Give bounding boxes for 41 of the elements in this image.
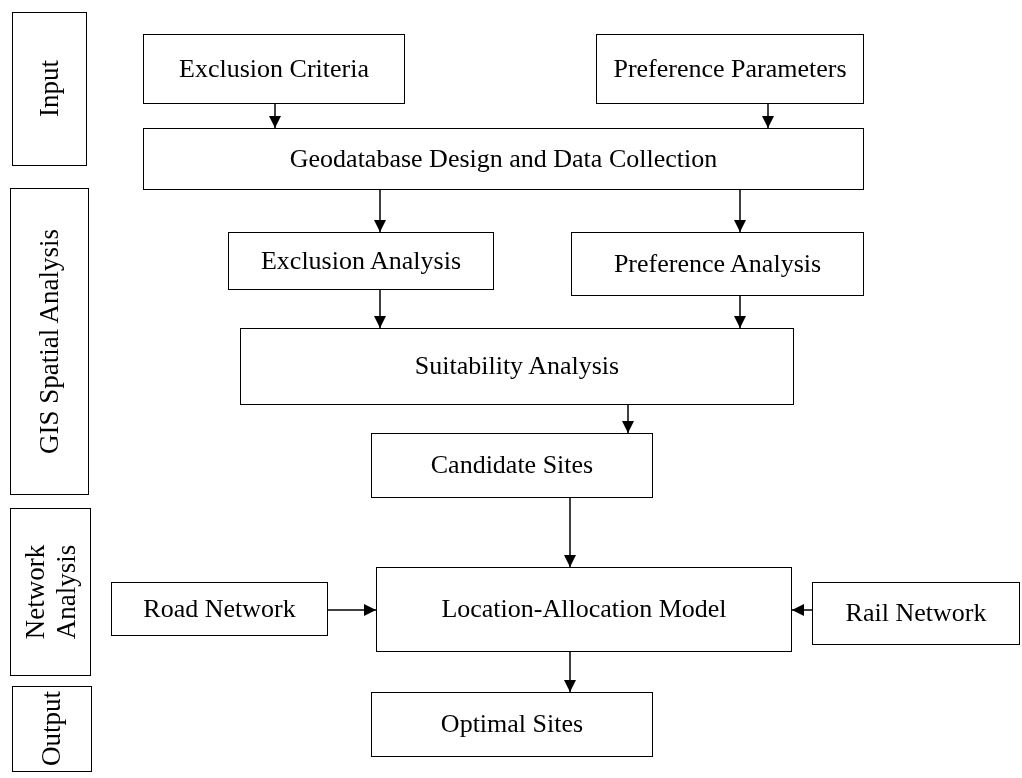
stage-band (10, 508, 91, 676)
arrow (762, 103, 774, 129)
output-box (371, 692, 653, 757)
stage-label: Network Analysis (19, 543, 82, 642)
arrow (564, 497, 576, 568)
arrow (734, 295, 746, 329)
input-box (812, 582, 1020, 645)
box-label: Rail Network (844, 597, 988, 630)
arrow (374, 289, 386, 329)
arrow (374, 189, 386, 233)
box-label: Candidate Sites (429, 449, 595, 482)
arrow (327, 604, 377, 616)
process-box (143, 128, 864, 190)
arrow (791, 604, 813, 616)
process-box (371, 433, 653, 498)
box-label: Preference Parameters (612, 52, 848, 85)
stage-label: Input (34, 59, 65, 120)
box-label: Preference Analysis (612, 247, 823, 280)
input-box (143, 34, 405, 104)
box-label: Road Network (142, 592, 297, 625)
stage-label: GIS Spatial Analysis (34, 228, 65, 456)
stage-label: Output (36, 690, 68, 768)
stage-band (12, 686, 92, 772)
box-label: Optimal Sites (439, 708, 585, 741)
process-box (240, 328, 794, 405)
stage-band (10, 188, 89, 495)
box-label: Exclusion Analysis (259, 244, 463, 277)
arrow (564, 651, 576, 693)
box-label: Location-Allocation Model (440, 593, 728, 626)
process-box (228, 232, 494, 290)
input-box (111, 582, 328, 636)
input-box (596, 34, 864, 104)
stage-band (12, 12, 87, 166)
arrow (269, 103, 281, 129)
box-label: Exclusion Criteria (178, 52, 370, 85)
box-label: Geodatabase Design and Data Collection (288, 142, 719, 175)
process-box (376, 567, 792, 652)
box-label: Suitability Analysis (413, 350, 621, 383)
process-box (571, 232, 864, 296)
arrow (734, 189, 746, 233)
arrow (622, 404, 634, 434)
